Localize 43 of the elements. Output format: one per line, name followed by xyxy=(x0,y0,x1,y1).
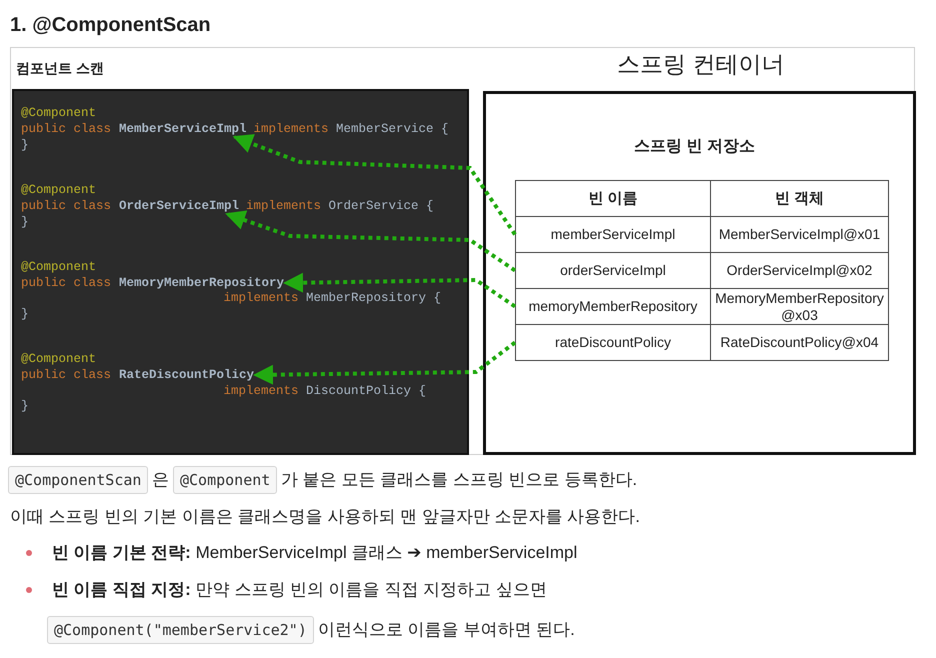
bean-container xyxy=(483,91,916,455)
body-text: 이런식으로 이름을 부여하면 된다. xyxy=(318,619,575,641)
code-text: } xyxy=(21,306,29,322)
annotation-code: @Component xyxy=(21,259,96,275)
table-cell: rateDiscountPolicy xyxy=(515,324,711,361)
inline-code: @ComponentScan xyxy=(8,466,148,494)
title: 1. @ComponentScan xyxy=(10,14,211,37)
scan-frame xyxy=(10,47,915,455)
bullet-text: 빈 이름 기본 전략: MemberServiceImpl 클래스 ➔ memberServiceImpl xyxy=(52,542,578,564)
code-text: implements MemberService { xyxy=(254,121,449,137)
table-cell: RateDiscountPolicy@x04 xyxy=(710,324,889,361)
table-header: 빈 이름 xyxy=(515,180,711,217)
code-text: implements DiscountPolicy { xyxy=(224,383,426,399)
code-text: } xyxy=(21,214,29,230)
container-heading: 스프링 컨테이너 xyxy=(617,50,784,79)
class-name: OrderServiceImpl xyxy=(119,198,240,214)
code-keyword: public class xyxy=(21,367,112,383)
code-text: } xyxy=(21,137,29,153)
class-name: MemoryMemberRepository xyxy=(119,275,284,291)
class-name: MemberServiceImpl xyxy=(119,121,247,137)
body-text: 이때 스프링 빈의 기본 이름은 클래스명을 사용하되 맨 앞글자만 소문자를 사용한다. xyxy=(10,506,640,528)
frame-heading: 컴포넌트 스캔 xyxy=(16,60,104,78)
dotted-arrow xyxy=(253,340,516,385)
inline-code: @Component("memberService2") xyxy=(47,616,314,644)
annotation-code: @Component xyxy=(21,182,96,198)
class-name: RateDiscountPolicy xyxy=(119,367,254,383)
annotation-code: @Component xyxy=(21,351,96,367)
code-text: implements OrderService { xyxy=(246,198,434,214)
bullet-text: 빈 이름 직접 지정: 만약 스프링 빈의 이름을 직접 지정하고 싶으면 xyxy=(52,579,547,601)
repository-heading: 스프링 빈 저장소 xyxy=(634,137,755,157)
body-text: 가 붙은 모든 클래스를 스프링 빈으로 등록한다. xyxy=(281,469,638,491)
table-header: 빈 객체 xyxy=(710,180,889,217)
code-keyword: public class xyxy=(21,121,112,137)
dotted-arrow xyxy=(225,210,516,272)
code-text: implements MemberRepository { xyxy=(224,290,442,306)
code-text: } xyxy=(21,398,29,414)
annotation-code: @Component xyxy=(21,105,96,121)
code-keyword: public class xyxy=(21,198,112,214)
body-text: 은 xyxy=(152,469,169,491)
code-panel xyxy=(12,89,469,455)
code-keyword: public class xyxy=(21,275,112,291)
dotted-arrow xyxy=(283,272,516,308)
inline-code: @Component xyxy=(173,466,278,494)
